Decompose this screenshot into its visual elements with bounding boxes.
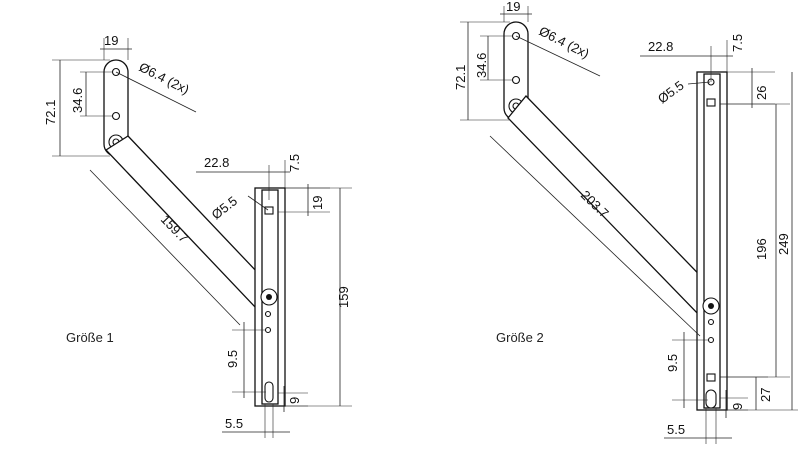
- size2-dim-top-gap: 26: [754, 86, 769, 100]
- size2-rail-inner: [703, 73, 721, 409]
- size1-dim-hole-spacing: 34.6: [70, 88, 85, 113]
- size2-dim-arm-width: 19: [506, 0, 520, 14]
- size1-dim-lower-spacing: 9.5: [225, 350, 240, 368]
- size2-dim-rail-height: 249: [776, 233, 791, 255]
- size2-dim-hole-dia: Ø6.4 (2x): [537, 23, 592, 61]
- size2-dim-bottom-gap: 9: [730, 403, 745, 410]
- size2-rivet-2: [707, 336, 715, 344]
- size1-dim-bottom-gap: 9: [287, 397, 302, 404]
- size2-dim-lower-spacing: 9.5: [665, 354, 680, 372]
- size1-dim-rail-height: 159: [336, 286, 351, 308]
- size2-dim-slot-dia: Ø5.5: [655, 78, 687, 107]
- size1-dim-hole-dia: Ø6.4 (2x): [137, 59, 192, 97]
- size1-caption: Größe 1: [66, 330, 114, 345]
- size2-dim-bottom-offset: 27: [758, 388, 773, 402]
- size2-drawing: 19 72.1 34.6 Ø6.4 (2x) 203.7 22.8 7.5 Ø5…: [453, 0, 798, 444]
- size1-hole-mid: [111, 111, 121, 121]
- size1-dim-arm-width: 19: [104, 33, 118, 48]
- size1-slot-top: [264, 206, 274, 215]
- size1-rivet-2: [264, 326, 272, 334]
- size2-dim-hole-spacing: 34.6: [474, 53, 489, 78]
- size2-rivet-1: [707, 318, 715, 326]
- size1-dim-rail-edge: 7.5: [287, 154, 302, 172]
- size1-arm: [104, 135, 277, 309]
- size1-slot-bottom: [264, 381, 274, 403]
- size2-hinge-center: [708, 303, 714, 309]
- size2-caption: Größe 2: [496, 330, 544, 345]
- size2-slot-bottom: [705, 389, 717, 409]
- size1-dim-slot-dia: Ø5.5: [209, 193, 240, 222]
- size2-slot-top: [706, 98, 716, 107]
- size1-dim-slot-width: 5.5: [225, 416, 243, 431]
- size2-dim-slot-width: 5.5: [667, 422, 685, 437]
- size2-dim-rail-edge: 7.5: [730, 34, 745, 52]
- size1-dim-offset: 22.8: [204, 155, 229, 170]
- size1-rivet-1: [264, 310, 272, 318]
- size1-dim-top-gap: 19: [310, 196, 325, 210]
- size1-dim-height-total: 72.1: [43, 100, 58, 125]
- size2-hole-mid: [511, 75, 521, 85]
- size2-dim-height-total: 72.1: [453, 65, 468, 90]
- size1-hinge-center: [266, 294, 272, 300]
- size1-drawing: 19 72.1 34.6 Ø6.4 (2x) 159.7 22.8 7.5 Ø5…: [43, 33, 352, 438]
- size2-arm: [507, 95, 721, 317]
- size2-slot-lower: [706, 373, 716, 382]
- size2-dim-offset: 22.8: [648, 39, 673, 54]
- size2-dim-rail-height-inner: 196: [754, 238, 769, 260]
